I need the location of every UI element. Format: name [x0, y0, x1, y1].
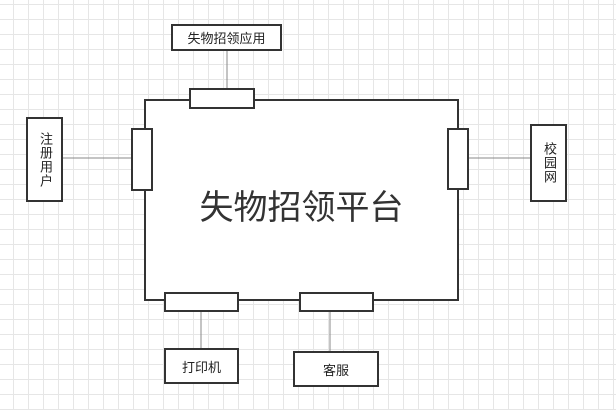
main-platform-box — [144, 99, 459, 301]
main-platform-title: 失物招领平台 — [199, 188, 404, 228]
port-top — [189, 88, 255, 109]
node-campus-network: 校园网 — [530, 124, 567, 202]
node-printer: 打印机 — [164, 348, 239, 384]
node-registered-user: 注册用户 — [26, 117, 63, 202]
node-label: 注册用户 — [37, 131, 52, 188]
port-bottom-right — [299, 292, 374, 312]
port-left — [131, 128, 153, 191]
node-lost-found-app: 失物招领应用 — [171, 24, 282, 51]
node-label: 打印机 — [181, 360, 221, 376]
port-bottom-left — [164, 292, 239, 312]
port-right — [447, 128, 469, 190]
node-label: 校园网 — [541, 142, 556, 184]
node-label: 失物招领应用 — [187, 32, 266, 47]
node-customer-service: 客服 — [293, 351, 379, 387]
node-label: 客服 — [322, 363, 349, 379]
